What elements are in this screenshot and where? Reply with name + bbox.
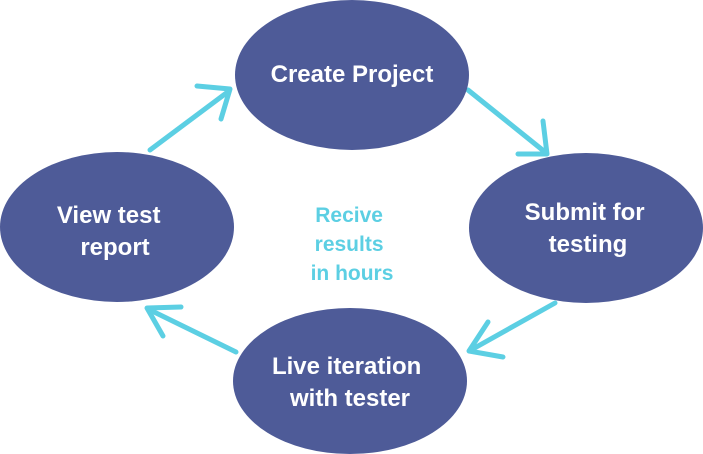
- svg-text:View test report: View test report: [57, 202, 167, 261]
- svg-text:Recive results in: Recive results in hours: [311, 204, 394, 285]
- node-label-line: testing: [549, 231, 628, 258]
- svg-text:Live iteration with test: Live iteration with tester: [272, 353, 428, 412]
- arrow-submit-to-live: [466, 300, 558, 360]
- node-ellipse: [233, 308, 467, 454]
- node-view-test-report: View test report: [0, 152, 234, 302]
- center-caption-line: results: [315, 233, 384, 256]
- node-label-line: Submit for: [525, 199, 645, 226]
- node-label-line: Create Project: [271, 61, 434, 88]
- arrow-create-to-submit: [465, 87, 550, 157]
- arrow-live-to-view: [144, 304, 239, 355]
- arrow-view-to-create: [147, 83, 233, 153]
- node-label-line: report: [80, 234, 149, 261]
- node-label-line: with tester: [289, 385, 410, 412]
- node-label-line: View test: [57, 202, 161, 229]
- node-label-line: Live iteration: [272, 353, 421, 380]
- svg-text:Submit for testing: Submit for testing: [525, 199, 652, 258]
- svg-text:Create Project: Create Project: [271, 61, 434, 88]
- center-caption-line: Recive: [315, 204, 383, 227]
- center-caption-line: in hours: [311, 262, 394, 285]
- node-live-iteration: Live iteration with tester: [233, 308, 467, 454]
- node-submit-for-testing: Submit for testing: [469, 153, 703, 303]
- node-ellipse: [469, 153, 703, 303]
- node-ellipse: [0, 152, 234, 302]
- node-ellipse: [235, 0, 469, 150]
- node-create-project: Create Project: [235, 0, 469, 150]
- center-caption: Recive results in hours: [311, 204, 394, 285]
